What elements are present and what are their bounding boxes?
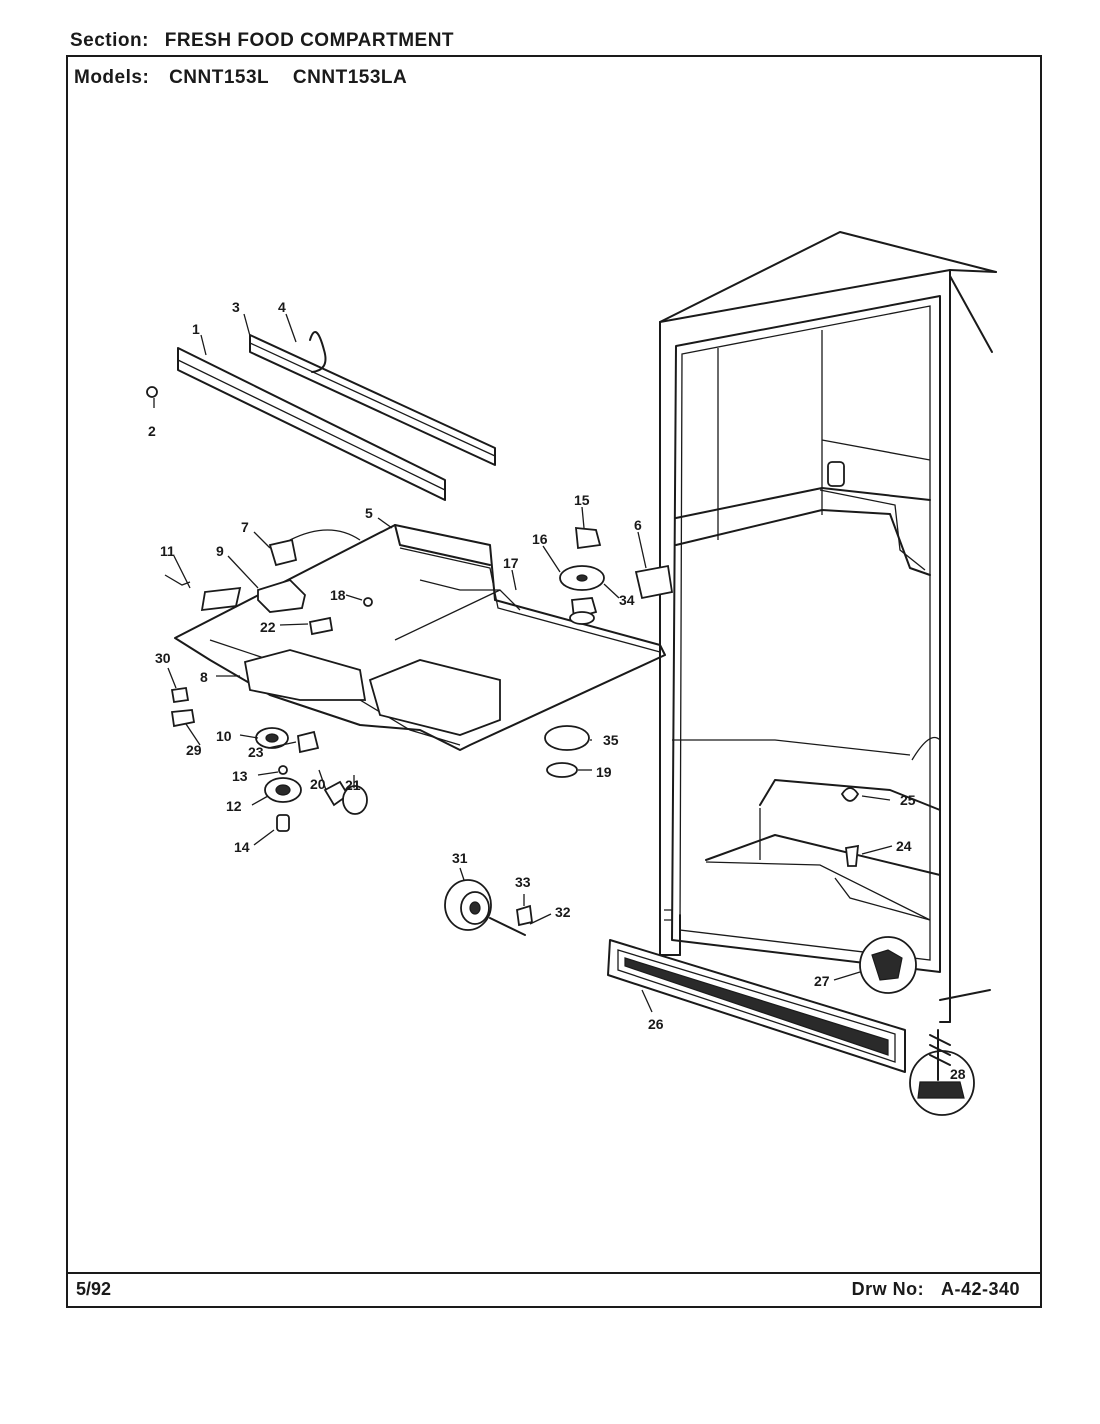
section-title: Section: FRESH FOOD COMPARTMENT [70, 30, 454, 52]
callout-19: 19 [596, 764, 612, 780]
light-switch-icon [268, 538, 298, 567]
callout-24: 24 [896, 838, 912, 854]
toe-grille [607, 939, 906, 1073]
callout-25: 25 [900, 792, 916, 808]
callout-5: 5 [365, 505, 373, 521]
callout-32: 32 [555, 904, 571, 920]
callout-35: 35 [603, 732, 619, 748]
light-housing-icon [257, 578, 306, 613]
screw-icon [146, 386, 158, 398]
callout-13: 13 [232, 768, 248, 784]
small-parts [164, 526, 860, 936]
revision-date: 5/92 [76, 1279, 112, 1299]
callout-28: 28 [950, 1066, 966, 1082]
callout-23: 23 [248, 744, 264, 760]
callout-27: 27 [814, 973, 830, 989]
callout-2: 2 [148, 423, 156, 439]
drawing-frame: Models: CNNT153L CNNT153LA 5/92 Drw No: … [66, 55, 1042, 1308]
callout-7: 7 [241, 519, 249, 535]
callout-6: 6 [634, 517, 642, 533]
light-shield-icon [544, 725, 590, 751]
callout-3: 3 [232, 299, 240, 315]
thermostat-knob-icon [827, 461, 845, 487]
callout-4: 4 [278, 299, 286, 315]
models-line: Models: CNNT153L CNNT153LA [74, 67, 425, 89]
hinge-icon [634, 564, 674, 600]
callout-18: 18 [330, 587, 346, 603]
top-rail-assembly [146, 331, 496, 501]
ceiling-tray-assembly [174, 524, 666, 751]
callout-8: 8 [200, 669, 208, 685]
callout-15: 15 [574, 492, 590, 508]
leveling-leg-detail [909, 1029, 975, 1116]
callout-1: 1 [192, 321, 200, 337]
footer-divider [68, 1272, 1040, 1274]
model-number: CNNT153L [169, 67, 270, 88]
callout-29: 29 [186, 742, 202, 758]
callout-17: 17 [503, 555, 519, 571]
callout-30: 30 [155, 650, 171, 666]
drawing-number-label: Drw No: [851, 1279, 925, 1299]
callout-9: 9 [216, 543, 224, 559]
light-bulb-icon [342, 785, 368, 815]
section-label: Section: [70, 30, 149, 51]
drawing-number: Drw No: A-42-340 [852, 1279, 1020, 1300]
callout-21: 21 [345, 777, 361, 793]
section-value: FRESH FOOD COMPARTMENT [164, 30, 455, 51]
callout-11: 11 [160, 543, 175, 559]
callout-14: 14 [234, 839, 250, 855]
callout-20: 20 [310, 776, 326, 792]
callout-leaders [153, 313, 893, 1013]
grille-clip-detail [859, 936, 917, 994]
callout-22: 22 [260, 619, 276, 635]
drawing-number-value: A-42-340 [940, 1279, 1020, 1299]
callout-33: 33 [515, 874, 531, 890]
callout-34: 34 [619, 592, 635, 608]
callout-26: 26 [648, 1016, 664, 1032]
thermostat-icon [574, 526, 602, 550]
callout-16: 16 [532, 531, 548, 547]
callout-10: 10 [216, 728, 232, 744]
model-number: CNNT153LA [292, 67, 408, 88]
refrigerator-cabinet [659, 231, 997, 1023]
callout-31: 31 [452, 850, 468, 866]
models-label: Models: [74, 67, 150, 88]
callout-12: 12 [226, 798, 242, 814]
callout-labels: 1 2 3 4 5 6 7 8 9 10 11 12 13 14 15 16 1… [148, 299, 966, 1082]
